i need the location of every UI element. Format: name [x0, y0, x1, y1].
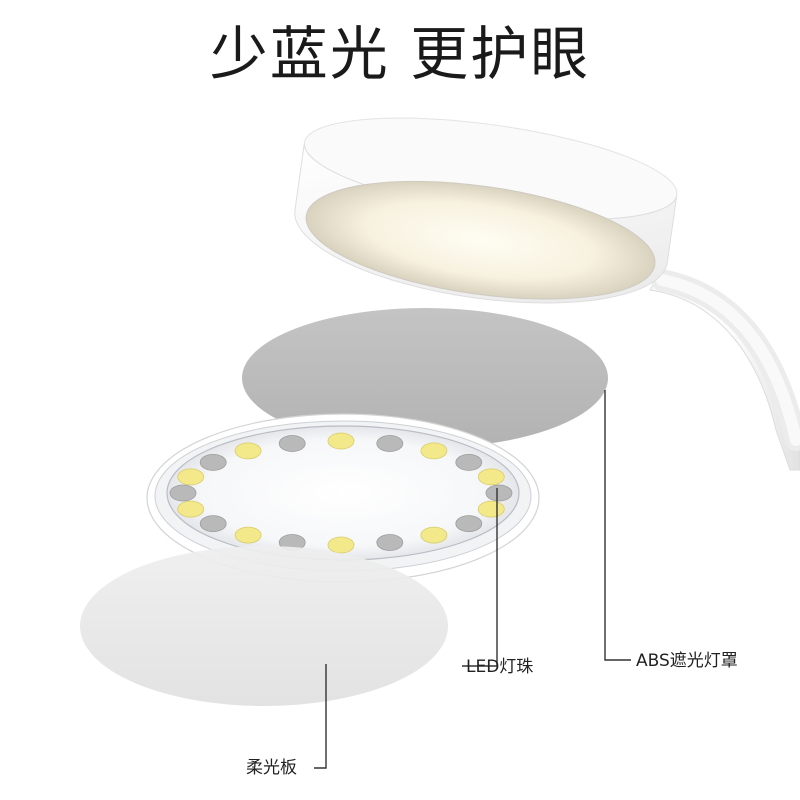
led-bead-cool: [169, 484, 197, 502]
led-bead-warm: [234, 442, 262, 460]
led-bead-warm: [477, 500, 505, 518]
led-bead-warm: [327, 432, 355, 450]
lamp-head: [294, 117, 678, 304]
led-bead-cool: [199, 453, 227, 471]
led-bead-cool: [376, 435, 404, 452]
callout-line-led: [462, 488, 498, 667]
led-bead-warm: [420, 442, 448, 460]
headline: 少蓝光 更护眼: [209, 20, 591, 88]
abs-shade-disc: [242, 308, 608, 448]
led-bead-warm: [234, 526, 262, 544]
led-bead-cool: [485, 484, 513, 502]
led-bead-cool: [278, 435, 306, 452]
led-bead-warm: [327, 536, 355, 554]
callout-line-abs: [604, 390, 631, 661]
diffuser-disc: [80, 546, 448, 706]
led-bead-cool: [455, 453, 483, 471]
led-bead-cool: [199, 515, 227, 532]
led-bead-warm: [177, 468, 205, 486]
led-ring: [146, 413, 540, 583]
label-abs-shade: ABS遮光灯罩: [636, 651, 738, 671]
label-diffuser: 柔光板: [246, 758, 297, 778]
led-bead-cool: [376, 534, 404, 551]
led-bead-cool: [455, 515, 483, 532]
led-bead-warm: [477, 468, 505, 486]
led-bead-warm: [177, 500, 205, 518]
label-led-beads: LED灯珠: [466, 657, 534, 677]
led-bead-warm: [420, 526, 448, 544]
callout-line-diffuser: [314, 664, 327, 769]
